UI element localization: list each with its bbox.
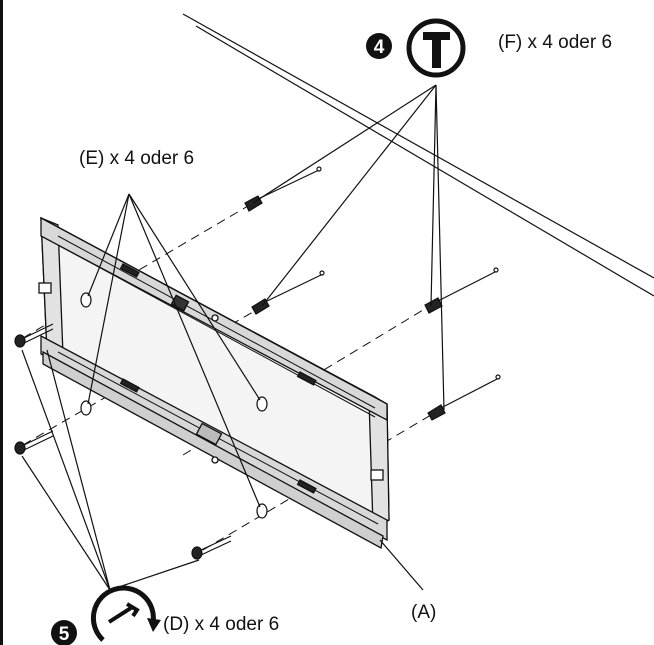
washer-label: (E) x 4 oder 6 [79,148,195,169]
anchor-label: (F) x 4 oder 6 [498,32,613,53]
step-4-badge: 4 [366,33,392,59]
washer-2 [80,400,92,416]
wall-anchor-2 [251,270,325,315]
washers [80,292,268,519]
svg-text:5: 5 [59,624,70,645]
wall-anchor-1 [244,166,322,212]
washer-4 [256,503,268,519]
bolt-1 [14,323,54,348]
bracket-label: (A) [411,602,437,623]
svg-text:4: 4 [374,37,385,58]
bolts [14,323,232,560]
callout-lines [21,84,445,591]
wall-anchor-3 [424,267,499,314]
bolt-2 [14,430,54,455]
bolt-3 [191,535,232,560]
wrench-rotate-icon [90,585,161,642]
wall-anchor-4 [427,374,501,421]
wall-bracket [38,216,390,550]
bolt-label: (D) x 4 oder 6 [163,614,280,635]
washer-1 [80,292,92,308]
washer-3 [256,396,268,412]
diagram-canvas: 4 5 [14,13,654,645]
wall-edge [182,13,654,297]
hammer-icon [406,18,466,78]
step-5-badge: 5 [51,620,77,645]
